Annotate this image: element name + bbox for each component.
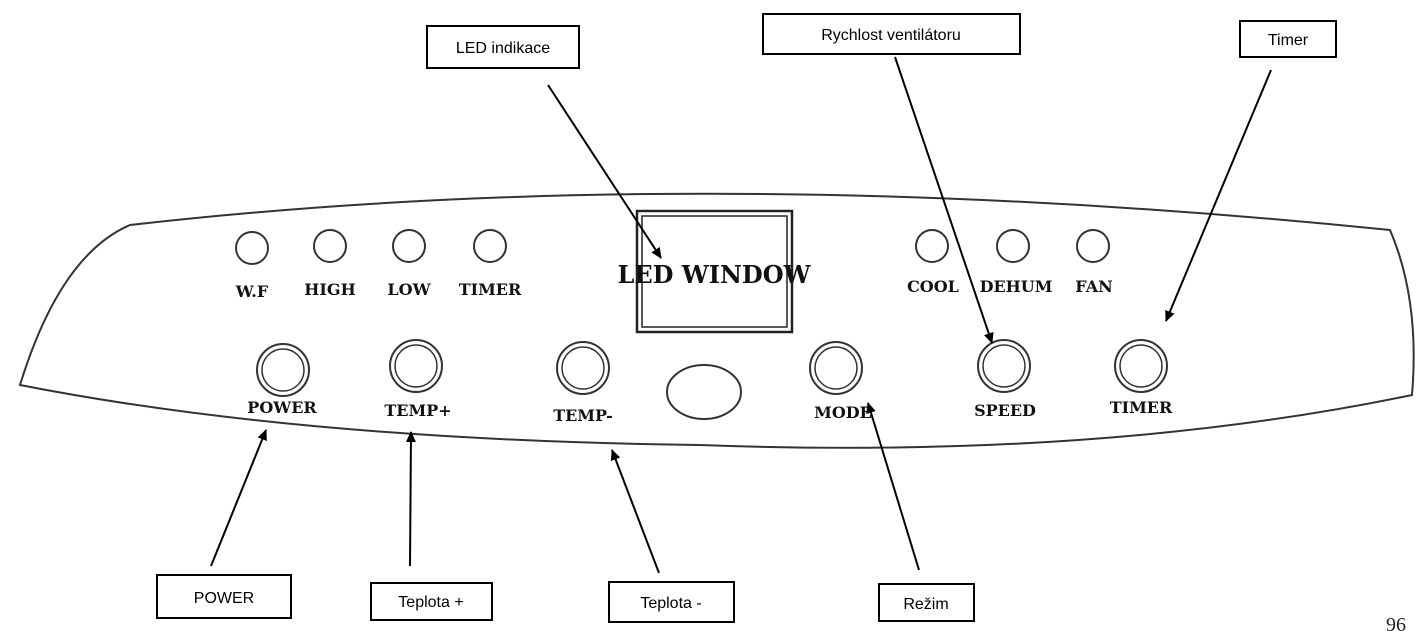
callout-box-led-indication — [426, 25, 580, 69]
temp-minus-button-label: TEMP- — [553, 406, 613, 425]
low-indicator-led — [392, 229, 426, 263]
callout-box-temp-plus — [370, 582, 493, 621]
arrow-power — [210, 429, 267, 567]
callout-timer: Timer — [1268, 32, 1309, 49]
fan-indicator-led — [1076, 229, 1110, 263]
temp-plus-button-label: TEMP+ — [384, 401, 451, 420]
speed-button[interactable] — [977, 339, 1031, 393]
callout-temp-plus: Teplota + — [398, 594, 463, 611]
wf-indicator-label: W.F — [235, 282, 269, 301]
timer-button[interactable] — [1114, 339, 1168, 393]
power-button[interactable] — [256, 343, 310, 397]
wf-indicator-led — [235, 231, 269, 265]
timer-button-label: TIMER — [1110, 398, 1173, 417]
led-window-frame-outer — [635, 209, 794, 334]
fan-indicator-label: FAN — [1075, 277, 1112, 296]
dehum-indicator-label: DEHUM — [980, 277, 1053, 296]
callout-led-indication: LED indikace — [456, 40, 550, 57]
temp-minus-button[interactable] — [556, 341, 610, 395]
callout-box-temp-minus — [608, 581, 735, 623]
callout-fan-speed: Rychlost ventilátoru — [821, 27, 961, 44]
low-indicator-label: LOW — [387, 280, 431, 299]
arrow-mode — [866, 402, 920, 571]
panel-outline — [18, 192, 1415, 449]
mode-button[interactable] — [809, 341, 863, 395]
timer-indicator-label: TIMER — [459, 280, 522, 299]
led-window-frame-inner — [641, 215, 788, 328]
arrow-temp-minus — [610, 449, 660, 574]
arrow-led-indication — [547, 84, 662, 259]
callout-box-fan-speed — [762, 13, 1021, 55]
high-indicator-led — [313, 229, 347, 263]
temp-plus-button[interactable] — [389, 339, 443, 393]
cool-indicator-led — [915, 229, 949, 263]
mode-button-label: MODE — [814, 403, 872, 422]
receiver-window — [666, 364, 742, 420]
callout-mode: Režim — [903, 596, 948, 613]
callout-box-mode — [878, 583, 975, 622]
speed-button-label: SPEED — [974, 401, 1036, 420]
page-number: 96 — [1386, 614, 1406, 631]
led-window-label: LED WINDOW — [617, 260, 811, 289]
timer-indicator-led — [473, 229, 507, 263]
callout-power: POWER — [194, 590, 254, 607]
arrow-fan-speed — [894, 56, 994, 344]
high-indicator-label: HIGH — [304, 280, 355, 299]
cool-indicator-label: COOL — [907, 277, 959, 296]
callout-temp-minus: Teplota - — [640, 595, 701, 612]
arrow-timer — [1165, 69, 1272, 322]
callout-box-power — [156, 574, 292, 619]
arrow-temp-plus — [405, 431, 416, 567]
power-button-label: POWER — [247, 398, 317, 417]
callout-box-timer — [1239, 20, 1337, 58]
dehum-indicator-led — [996, 229, 1030, 263]
